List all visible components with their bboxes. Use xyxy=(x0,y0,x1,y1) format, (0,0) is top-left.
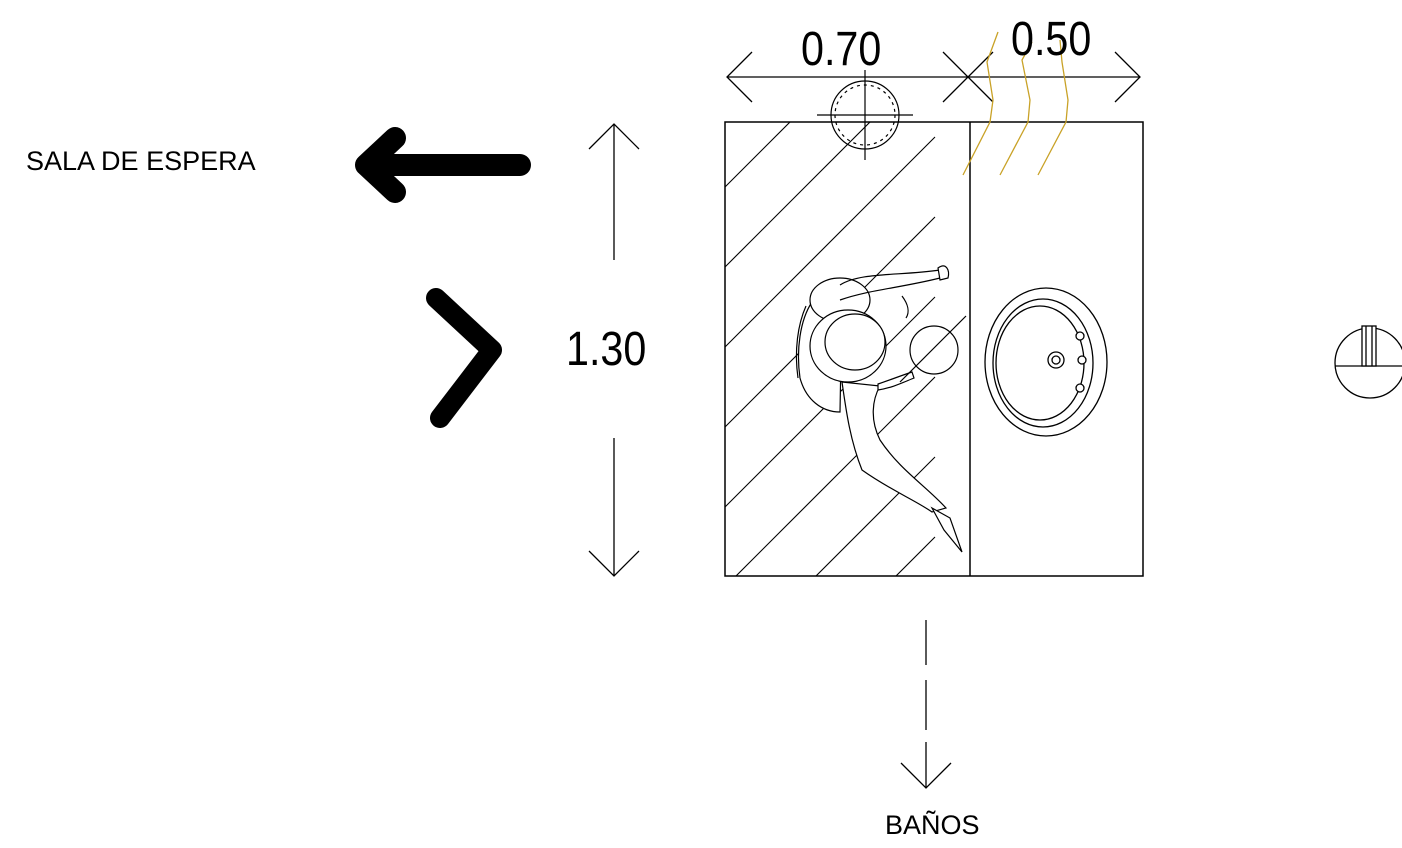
dimension-width-right-label: 0.50 xyxy=(1011,13,1092,66)
washbasin-icon xyxy=(984,287,1108,437)
section-marker-icon xyxy=(1334,325,1402,399)
dimension-width-left-label: 0.70 xyxy=(801,23,882,76)
break-lines xyxy=(962,31,1069,176)
person-figure-icon xyxy=(795,265,967,553)
room-outline xyxy=(724,121,1144,577)
chevron-right-icon xyxy=(426,288,502,428)
shower-hatch xyxy=(725,122,936,576)
arrow-left-icon xyxy=(355,127,531,203)
label-banos: BAÑOS xyxy=(885,810,980,840)
flow-arrow-down xyxy=(900,620,952,789)
dimension-width-line xyxy=(726,51,1141,103)
label-sala-de-espera: SALA DE ESPERA xyxy=(26,146,256,176)
light-fixture-icon xyxy=(817,70,913,160)
dimension-height-label: 1.30 xyxy=(566,323,647,376)
dimension-height-line xyxy=(588,123,640,577)
